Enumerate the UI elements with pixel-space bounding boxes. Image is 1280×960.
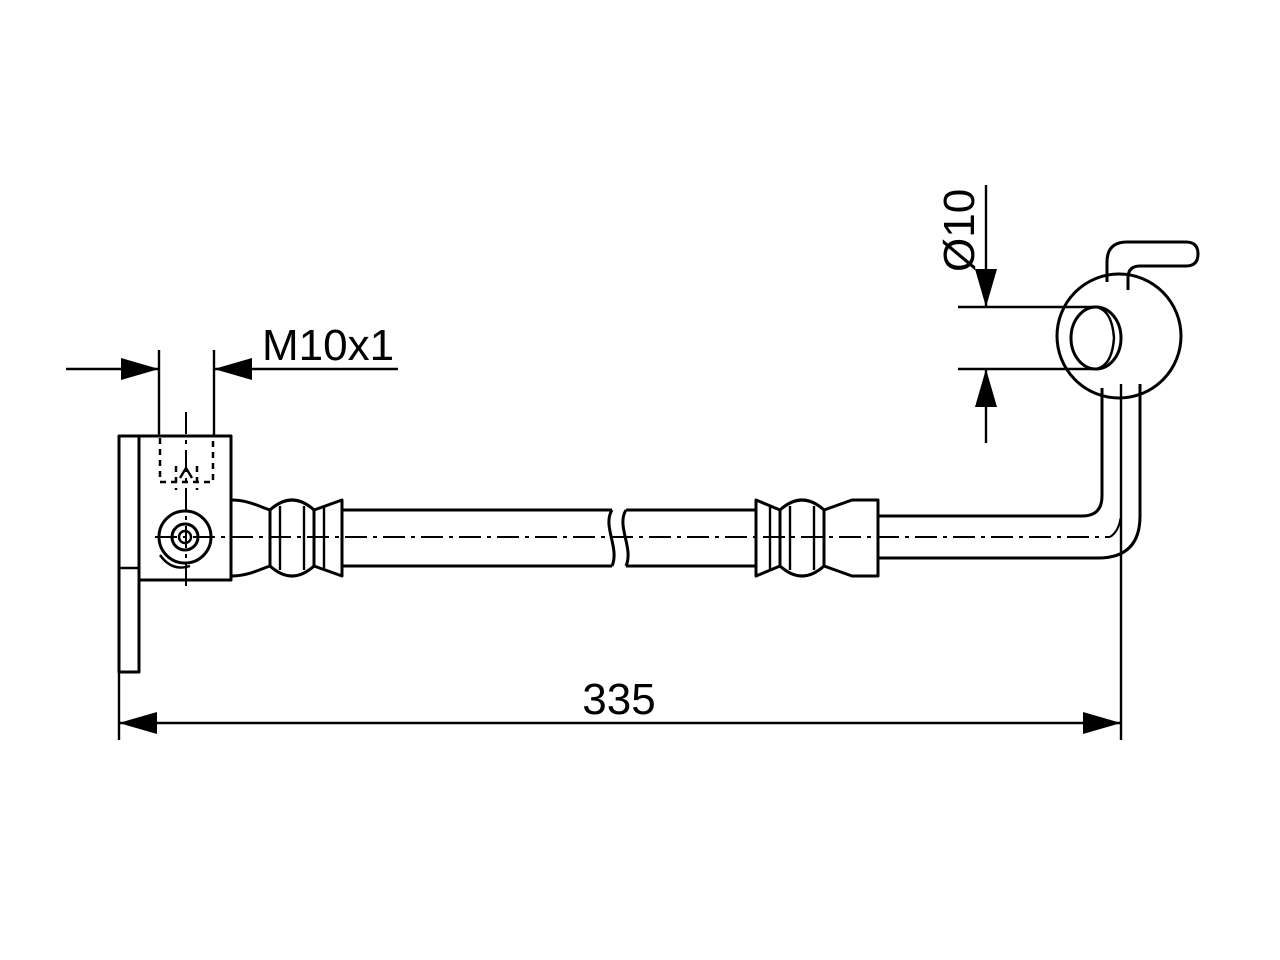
thread-dimension: M10x1	[66, 321, 398, 436]
overall-length-dimension: 335	[117, 384, 1123, 740]
banjo-eye-fitting	[1055, 240, 1200, 400]
hose-body	[342, 508, 756, 568]
eye-diameter-label: Ø10	[935, 189, 984, 272]
right-crimp-ferrule	[754, 498, 880, 578]
rigid-pipe	[878, 384, 1142, 560]
pipe-center-line	[1109, 384, 1122, 538]
overall-length-label: 335	[582, 675, 655, 724]
eye-diameter-dimension: Ø10	[935, 185, 1096, 443]
thread-size-label: M10x1	[262, 321, 394, 370]
left-fitting-bracket	[117, 412, 233, 674]
